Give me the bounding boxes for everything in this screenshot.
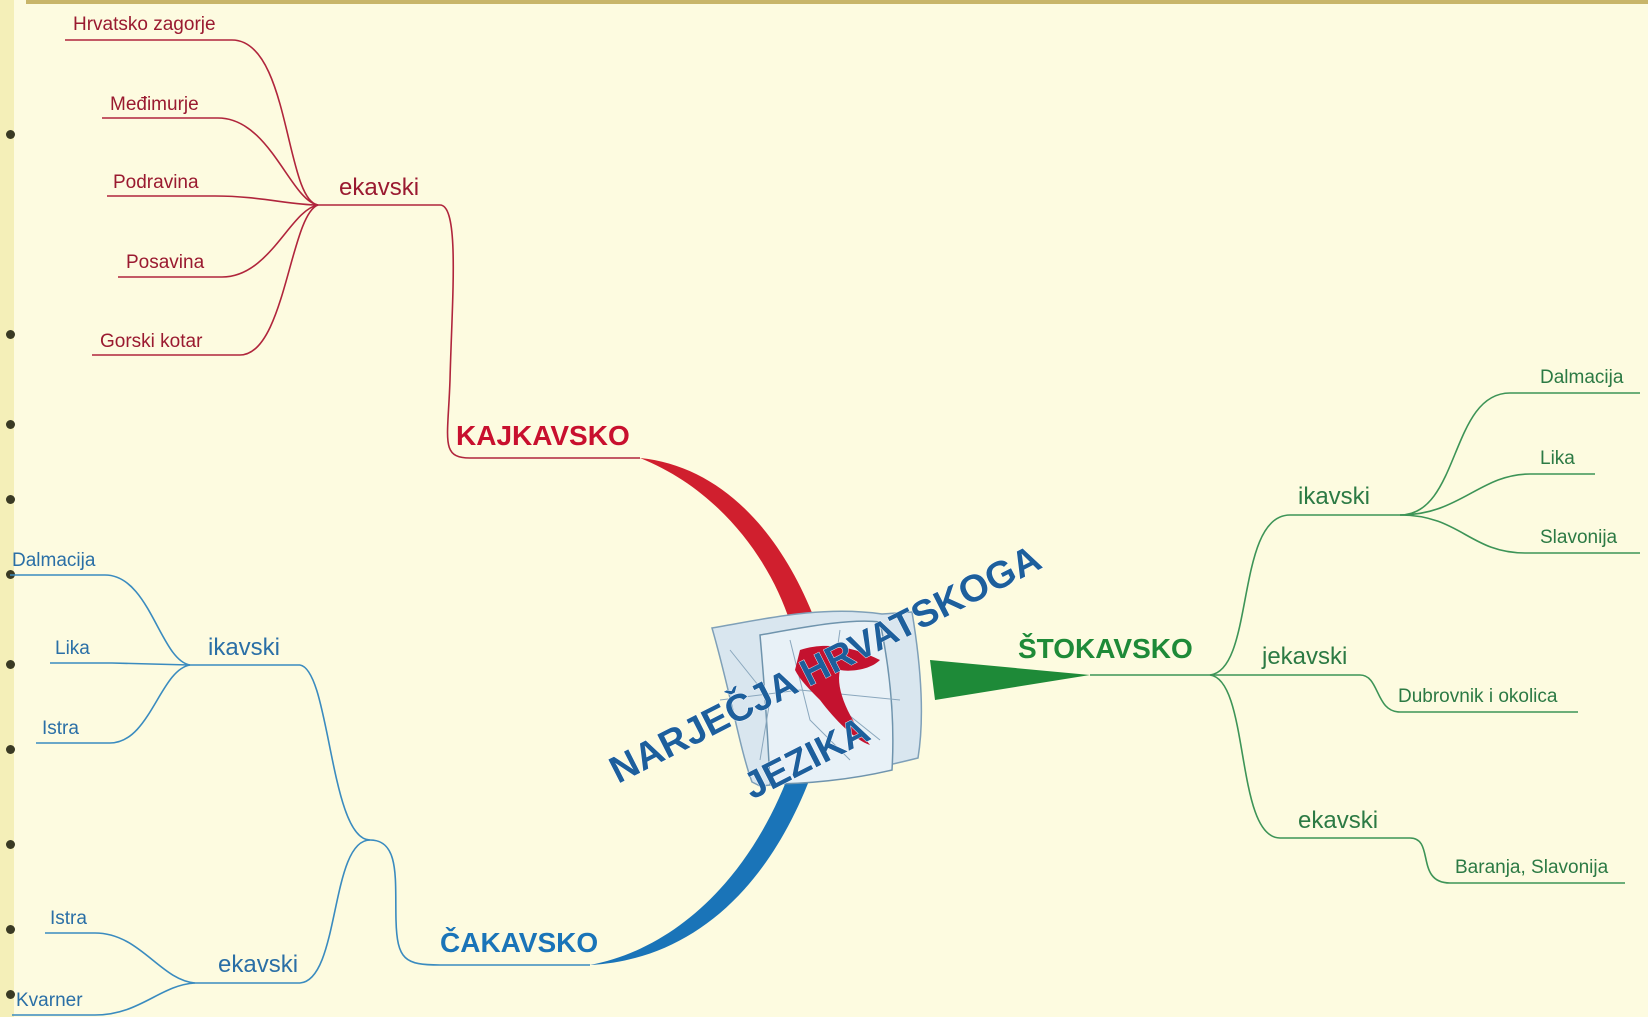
stokavsko-branch bbox=[1090, 392, 1640, 884]
border-dot bbox=[6, 420, 15, 429]
region-label: Dalmacija bbox=[12, 550, 96, 571]
border-dot bbox=[6, 745, 15, 754]
cakavsko-branch bbox=[10, 574, 590, 1016]
kajkavsko-title: KAJKAVSKO bbox=[456, 420, 630, 451]
connector bbox=[1399, 392, 1511, 516]
border-dot bbox=[6, 840, 15, 849]
region-label: Međimurje bbox=[110, 94, 199, 115]
stokavsko-ribbon bbox=[930, 660, 1090, 700]
border-dot bbox=[6, 660, 15, 669]
subdialect-label: jekavski bbox=[1261, 643, 1347, 670]
map-fold-lines bbox=[719, 629, 901, 761]
border-dot bbox=[6, 130, 15, 139]
region-label: Slavonija bbox=[1540, 527, 1618, 548]
connector bbox=[94, 932, 196, 984]
cakavsko-labels: Dalmacija Lika Istra ikavski Istra Kvarn… bbox=[12, 550, 298, 1011]
subdialect-label: ekavski bbox=[218, 951, 298, 978]
region-label: Baranja, Slavonija bbox=[1455, 857, 1609, 878]
connector bbox=[109, 664, 191, 744]
region-label: Gorski kotar bbox=[100, 331, 203, 352]
connector bbox=[1359, 674, 1578, 713]
kajkavsko-branch bbox=[65, 39, 640, 459]
region-label: Lika bbox=[1540, 448, 1575, 469]
connector bbox=[104, 574, 191, 666]
border-dot bbox=[6, 925, 15, 934]
left-border bbox=[0, 0, 14, 1017]
connector bbox=[217, 117, 319, 206]
connector bbox=[94, 982, 196, 1016]
border-dot bbox=[6, 330, 15, 339]
connector bbox=[299, 839, 371, 984]
stokavsko-title: ŠTOKAVSKO bbox=[1018, 632, 1193, 664]
trunk-connector bbox=[439, 204, 640, 459]
subdialect-label: ikavski bbox=[208, 634, 280, 661]
region-label: Posavina bbox=[126, 252, 205, 273]
croatia-shape bbox=[795, 645, 880, 745]
connector bbox=[231, 39, 319, 206]
border-dot bbox=[6, 495, 15, 504]
region-label: Istra bbox=[42, 718, 79, 739]
connector bbox=[111, 662, 191, 666]
border-dot bbox=[6, 990, 15, 999]
connector bbox=[221, 204, 319, 278]
subdialect-label: ekavski bbox=[339, 174, 419, 201]
region-label: Kvarner bbox=[16, 990, 83, 1011]
connector bbox=[1399, 514, 1526, 554]
connector bbox=[1209, 674, 1410, 839]
stokavsko-labels: Dalmacija Lika Slavonija ikavski jekavsk… bbox=[1261, 367, 1624, 878]
connector bbox=[1409, 837, 1625, 884]
region-label: Podravina bbox=[113, 172, 199, 193]
kajkavsko-ribbon bbox=[640, 458, 815, 622]
region-label: Hrvatsko zagorje bbox=[73, 14, 216, 35]
connector bbox=[299, 664, 371, 841]
trunk-connector bbox=[369, 839, 590, 966]
region-label: Dalmacija bbox=[1540, 367, 1624, 388]
connector bbox=[1209, 514, 1400, 676]
connector bbox=[214, 195, 319, 206]
subdialect-label: ikavski bbox=[1298, 483, 1370, 510]
subdialect-label: ekavski bbox=[1298, 807, 1378, 834]
top-border bbox=[26, 0, 1648, 4]
cakavsko-title: ČAKAVSKO bbox=[440, 926, 598, 958]
region-label: Dubrovnik i okolica bbox=[1398, 686, 1558, 707]
connector bbox=[239, 204, 319, 356]
connector bbox=[1399, 473, 1531, 516]
region-label: Lika bbox=[55, 638, 90, 659]
kajkavsko-labels: Hrvatsko zagorje Međimurje Podravina Pos… bbox=[73, 14, 419, 352]
region-label: Istra bbox=[50, 908, 87, 929]
